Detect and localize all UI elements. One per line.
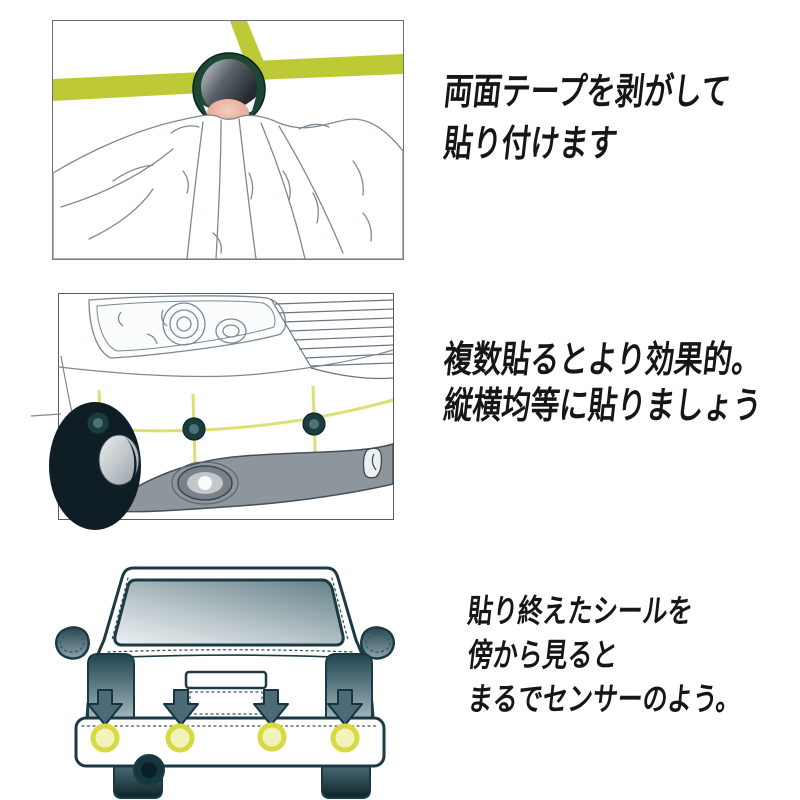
front-wheel — [49, 402, 141, 530]
exhaust-pipe — [133, 754, 165, 786]
fog-lamp — [171, 461, 239, 505]
front-bumper-drawing — [30, 295, 394, 530]
double-sided-tape-stripes — [53, 21, 403, 101]
caption-step2-line1: 複数貼るとより効果的。 — [441, 339, 764, 380]
caption-step3-line1: 貼り終えたシールを — [466, 593, 695, 629]
down-arrow-icons — [87, 689, 363, 726]
caption-step3: 貼り終えたシールを 傍から見ると まるでセンサーのよう。 — [466, 589, 800, 721]
caption-step3-line3: まるでセンサーのよう。 — [466, 681, 744, 717]
hand-pressing-sticker-drawing — [52, 21, 404, 260]
yellow-sensor-stickers — [90, 722, 360, 753]
rear-window — [113, 578, 345, 647]
caption-step1-line1: 両面テープを剥がして — [441, 71, 733, 112]
caption-step2: 複数貼るとより効果的。 縦横均等に貼りましょう — [441, 337, 800, 429]
rear-bumper — [74, 716, 386, 768]
caption-step2-line2: 縦横均等に貼りましょう — [441, 385, 764, 426]
grille — [270, 298, 394, 380]
illustration-step3-rear-view — [50, 552, 410, 800]
rear-car-drawing — [55, 566, 395, 799]
sensor-stickers — [86, 411, 326, 441]
side-reflector — [362, 447, 383, 479]
hand — [52, 114, 404, 260]
lower-bumper-band — [99, 442, 394, 513]
illustration-step1-peel-and-stick — [52, 20, 404, 260]
caption-step3-line2: 傍から見ると — [466, 637, 620, 673]
headlight — [88, 295, 287, 359]
illustration-step2-front-bumper — [30, 293, 394, 530]
trunk-crease — [101, 654, 359, 659]
caption-step1-line2: 貼り付けます — [441, 123, 620, 164]
caption-step1: 両面テープを剥がして 貼り付けます — [441, 66, 800, 170]
